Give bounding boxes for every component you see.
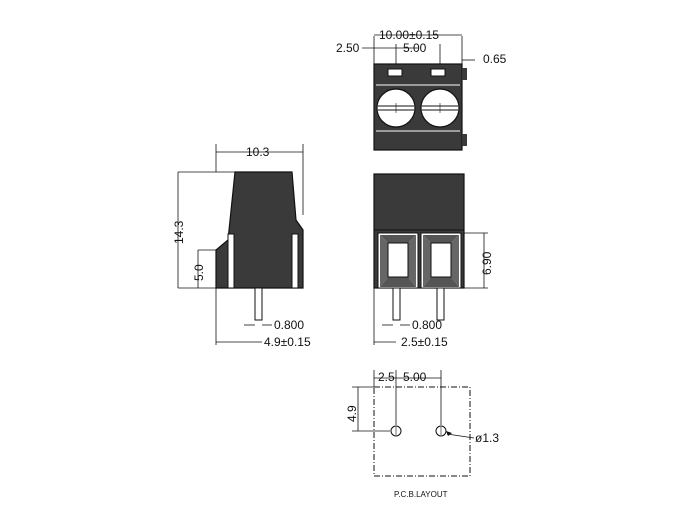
front-pin-2 — [436, 287, 445, 321]
pcb-layout-caption: P.C.B.LAYOUT — [394, 490, 448, 499]
top-wire-slot-2 — [430, 68, 446, 77]
side-lower-height-label: 5.0 — [192, 264, 206, 281]
side-view-body — [215, 171, 304, 289]
side-height-label: 14.3 — [172, 220, 186, 244]
pcb-layout: 2.5 5.00 4.9 ø1.3 P.C.B.LAYOUT — [345, 370, 499, 499]
side-pin — [254, 287, 263, 321]
top-side-tab-upper — [462, 68, 467, 80]
top-offset-label: 2.50 — [336, 41, 360, 55]
front-pin-1 — [392, 287, 401, 321]
pcb-hole-diameter-label: ø1.3 — [475, 431, 499, 445]
front-view: 6.90 0.800 2.5±0.15 — [373, 173, 494, 349]
pcb-outline — [373, 386, 471, 477]
pcb-pitch-label: 5.00 — [403, 370, 427, 384]
top-view: 10.00±0.15 2.50 5.00 0.65 — [336, 28, 507, 151]
top-wire-slot-1 — [387, 68, 403, 77]
top-screw-1 — [376, 88, 416, 128]
side-clamp-left — [227, 233, 235, 289]
pcb-offset-label: 2.5 — [378, 370, 395, 384]
front-base-label: 2.5±0.15 — [401, 335, 448, 349]
front-window-height-label: 6.90 — [480, 251, 494, 275]
front-pin-label: 0.800 — [412, 318, 442, 332]
side-clamp-right — [291, 233, 299, 289]
side-width-label: 10.3 — [246, 145, 270, 159]
side-base-label: 4.9±0.15 — [264, 335, 311, 349]
side-view: 10.3 14.3 5.0 0.800 4.9±0.15 — [172, 144, 311, 349]
top-side-label: 0.65 — [483, 52, 507, 66]
top-side-tab-lower — [462, 134, 467, 146]
front-window-2 — [420, 232, 462, 289]
pcb-vertical-label: 4.9 — [345, 405, 359, 422]
top-screw-2 — [420, 88, 460, 128]
side-pin-label: 0.800 — [274, 318, 304, 332]
top-total-width-label: 10.00±0.15 — [379, 28, 439, 42]
top-pitch-label: 5.00 — [403, 41, 427, 55]
front-window-1 — [377, 232, 419, 289]
